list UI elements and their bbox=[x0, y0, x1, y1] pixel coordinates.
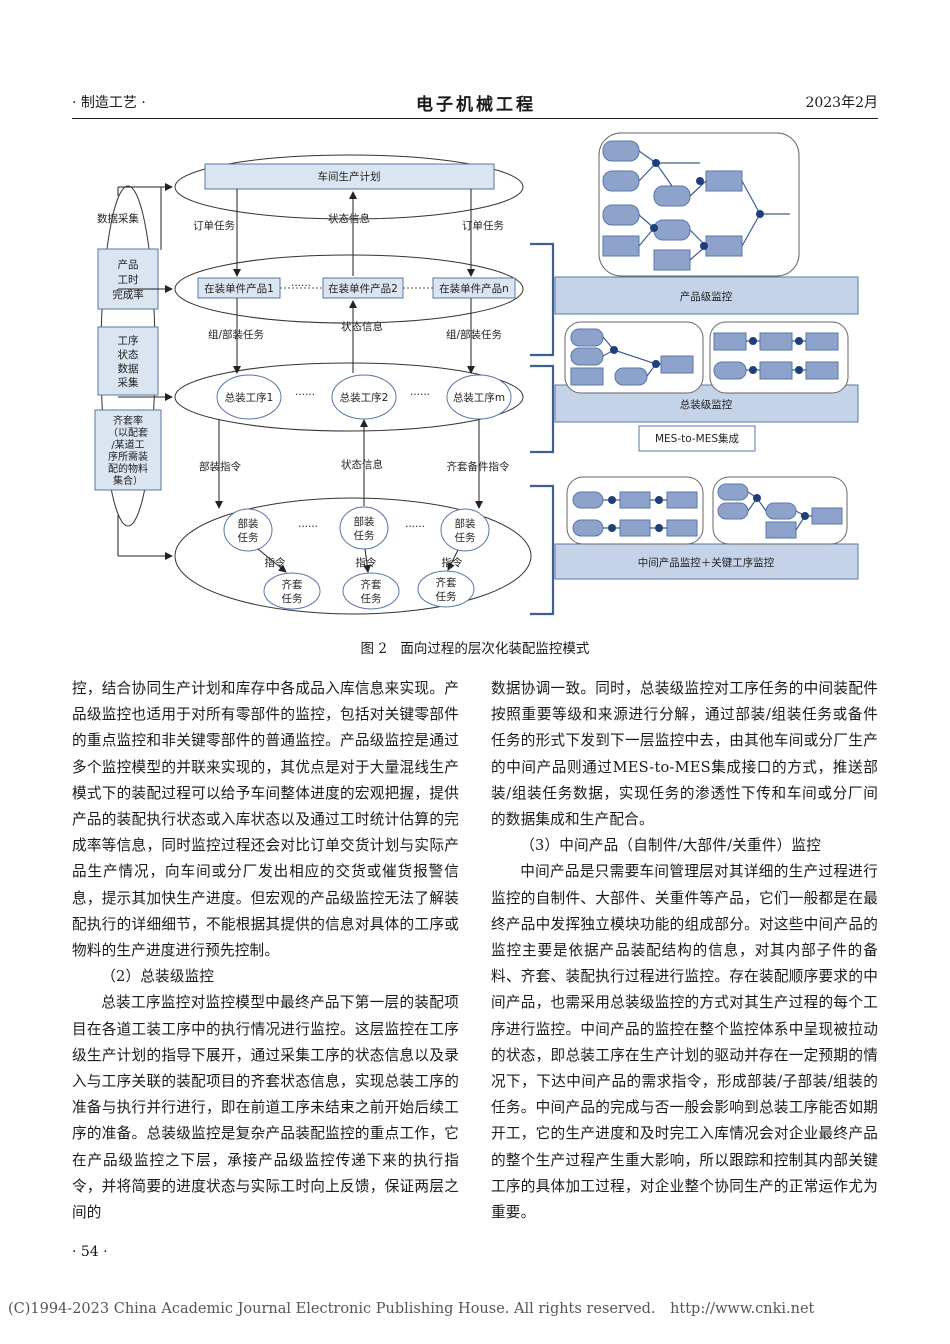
sub-task-1-ellipse bbox=[223, 508, 273, 552]
dots-2: ······ bbox=[295, 389, 315, 401]
side-box-2 bbox=[97, 326, 159, 396]
left-column-paragraph-2: 总装工序监控对监控模型中最终产品下第一层的装配项目在各道工装工序中的执行情况进行… bbox=[72, 994, 459, 1222]
product-n-label: 在装单件产品n bbox=[439, 282, 509, 295]
side-box-3 bbox=[94, 409, 162, 491]
sub-task-3-label: 部装任务 bbox=[455, 517, 476, 544]
proc-2-label: 总装工序2 bbox=[340, 391, 389, 404]
left-column-paragraph-0: 控，结合协同生产计划和库存中各成品入库信息来实现。产品级监控也适用于对所有零部件… bbox=[72, 680, 459, 960]
left-column: 控，结合协同生产计划和库存中各成品入库信息来实现。产品级监控也适用于对所有零部件… bbox=[72, 676, 459, 1226]
sub-task-2-label: 部装任务 bbox=[354, 515, 375, 542]
panel-product-label: 产品级监控 bbox=[680, 290, 733, 303]
header-date: 2023年2月 bbox=[805, 95, 878, 111]
figure-diagram: 数据采集 车间生产计划 订单任务 订单任务 状态信息 在装单件产品1 在装单件产… bbox=[94, 132, 859, 616]
order-task-left: 订单任务 bbox=[193, 219, 235, 232]
panel-mid-bar bbox=[554, 543, 859, 580]
right-column-paragraph-2: 中间产品是只需要车间管理层对其详细的生产过程进行监控的自制件、大部件、关重件等产… bbox=[491, 863, 878, 1222]
kit-task-1-label: 齐套任务 bbox=[282, 578, 303, 605]
right-column-paragraph-0: 数据协调一致。同时，总装级监控对工序任务的中间装配件按照重要等级和来源进行分解，… bbox=[491, 680, 878, 829]
panel-product-card bbox=[598, 132, 800, 277]
mes-label: MES-to-MES集成 bbox=[655, 432, 740, 445]
product-2-label: 在装单件产品2 bbox=[328, 282, 398, 295]
side-box-1 bbox=[97, 248, 159, 310]
figure-caption: 图 2 面向过程的层次化装配监控模式 bbox=[360, 641, 590, 657]
product-ellipse bbox=[174, 254, 524, 324]
task-ellipse bbox=[174, 497, 532, 615]
kit-task-2-label: 齐套任务 bbox=[361, 578, 382, 605]
right-column-paragraph-1: （3）中间产品（自制件/大部件/关重件）监控 bbox=[520, 837, 821, 855]
assembly-task-left: 组/部装任务 bbox=[208, 328, 265, 341]
left-column-paragraph-1: （2）总装级监控 bbox=[101, 968, 215, 986]
product-1-label: 在装单件产品1 bbox=[204, 282, 274, 295]
status-info-2: 状态信息 bbox=[341, 320, 383, 333]
assembly-task-right: 组/部装任务 bbox=[446, 328, 503, 341]
copyright-footer: (C)1994-2023 China Academic Journal Elec… bbox=[8, 1301, 815, 1317]
status-info-1: 状态信息 bbox=[328, 212, 370, 225]
plan-box bbox=[204, 163, 495, 190]
order-task-right: 订单任务 bbox=[462, 219, 504, 232]
sub-task-3-ellipse bbox=[440, 508, 490, 552]
dots-3: ······ bbox=[410, 389, 430, 401]
proc-m-label: 总装工序m bbox=[453, 391, 505, 404]
kit-task-2-ellipse bbox=[342, 572, 400, 610]
kit-task-3-ellipse bbox=[417, 570, 475, 608]
dots-1: ······ bbox=[291, 280, 311, 292]
plan-ellipse bbox=[174, 154, 524, 220]
right-column: 数据协调一致。同时，总装级监控对工序任务的中间装配件按照重要等级和来源进行分解，… bbox=[491, 676, 878, 1226]
status-info-3: 状态信息 bbox=[341, 458, 383, 471]
part-cmd-label: 部装指令 bbox=[199, 460, 241, 473]
side-box-2-label: 工序状态数据采集 bbox=[118, 334, 139, 389]
bracket-assembly bbox=[530, 364, 555, 454]
header-section: · 制造工艺 · bbox=[72, 95, 146, 111]
kit-cmd-label: 齐套备件指令 bbox=[447, 460, 510, 473]
sub-task-1-label: 部装任务 bbox=[238, 517, 259, 544]
dots-4: ······ bbox=[298, 521, 318, 533]
kit-task-3-label: 齐套任务 bbox=[436, 576, 457, 603]
panel-mid-label: 中间产品监控＋关键工序监控 bbox=[638, 556, 775, 569]
page-number: · 54 · bbox=[72, 1244, 108, 1260]
side-label-1: 数据采集 bbox=[97, 212, 139, 225]
sub-task-2-ellipse bbox=[339, 506, 389, 550]
kit-task-1-ellipse bbox=[263, 572, 321, 610]
cmd-1: 指令 bbox=[265, 556, 286, 569]
process-ellipse bbox=[174, 362, 524, 432]
proc-1-ellipse bbox=[216, 374, 282, 420]
dots-5: ······ bbox=[405, 521, 425, 533]
cmd-2: 指令 bbox=[356, 556, 377, 569]
side-box-3-label: 齐套率（以配套/某道工序所需装配的物料集合） bbox=[108, 414, 148, 487]
side-box-1-label: 产品工时完成率 bbox=[112, 258, 144, 301]
bracket-mid bbox=[530, 484, 555, 616]
header-rule bbox=[72, 118, 878, 119]
mes-box bbox=[638, 425, 756, 452]
product-tree bbox=[602, 140, 743, 271]
header-journal: 电子机械工程 bbox=[416, 95, 536, 115]
panel-assembly-label: 总装级监控 bbox=[680, 398, 733, 411]
panel-product-bar bbox=[554, 276, 859, 315]
proc-1-label: 总装工序1 bbox=[225, 391, 274, 404]
bracket-product bbox=[530, 242, 555, 357]
plan-label: 车间生产计划 bbox=[318, 170, 381, 183]
cmd-3: 指令 bbox=[442, 556, 463, 569]
